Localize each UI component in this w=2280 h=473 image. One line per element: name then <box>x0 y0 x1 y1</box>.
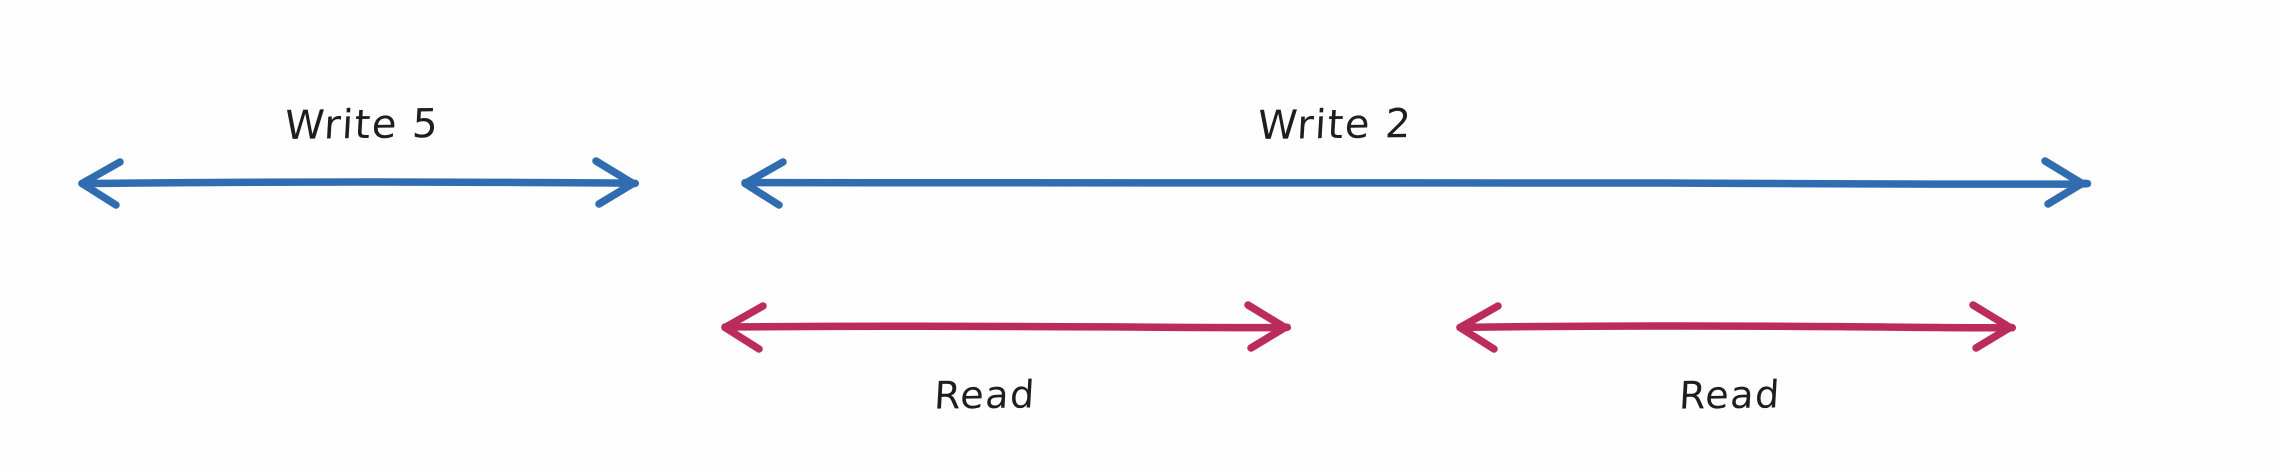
arrow-shaft-read-2 <box>1456 322 2016 332</box>
arrowhead-left-write-5 <box>78 158 124 209</box>
arrow-label-read-1: Read <box>932 372 1038 418</box>
arrow-shaft-write-5 <box>78 178 639 188</box>
arrow-write-2[interactable] <box>741 157 2092 209</box>
arrowhead-left-read-1 <box>721 302 767 353</box>
arrow-read-2[interactable] <box>1456 301 2016 353</box>
arrow-write-5[interactable] <box>78 157 639 209</box>
arrow-shaft-read-1 <box>721 322 1291 332</box>
arrowhead-right-write-2 <box>2041 157 2086 208</box>
arrowhead-left-read-2 <box>1456 302 1502 353</box>
arrow-read-1[interactable] <box>721 301 1291 353</box>
arrow-label-write-2: Write 2 <box>1256 101 1414 149</box>
arrow-label-write-5: Write 5 <box>283 101 441 149</box>
arrowhead-right-read-1 <box>1244 301 1289 352</box>
arrowhead-right-write-5 <box>592 157 637 208</box>
arrow-label-read-2: Read <box>1677 372 1783 418</box>
arrowhead-right-read-2 <box>1969 301 2014 352</box>
arrow-shaft-write-2 <box>741 178 2092 188</box>
arrowhead-left-write-2 <box>741 158 787 209</box>
